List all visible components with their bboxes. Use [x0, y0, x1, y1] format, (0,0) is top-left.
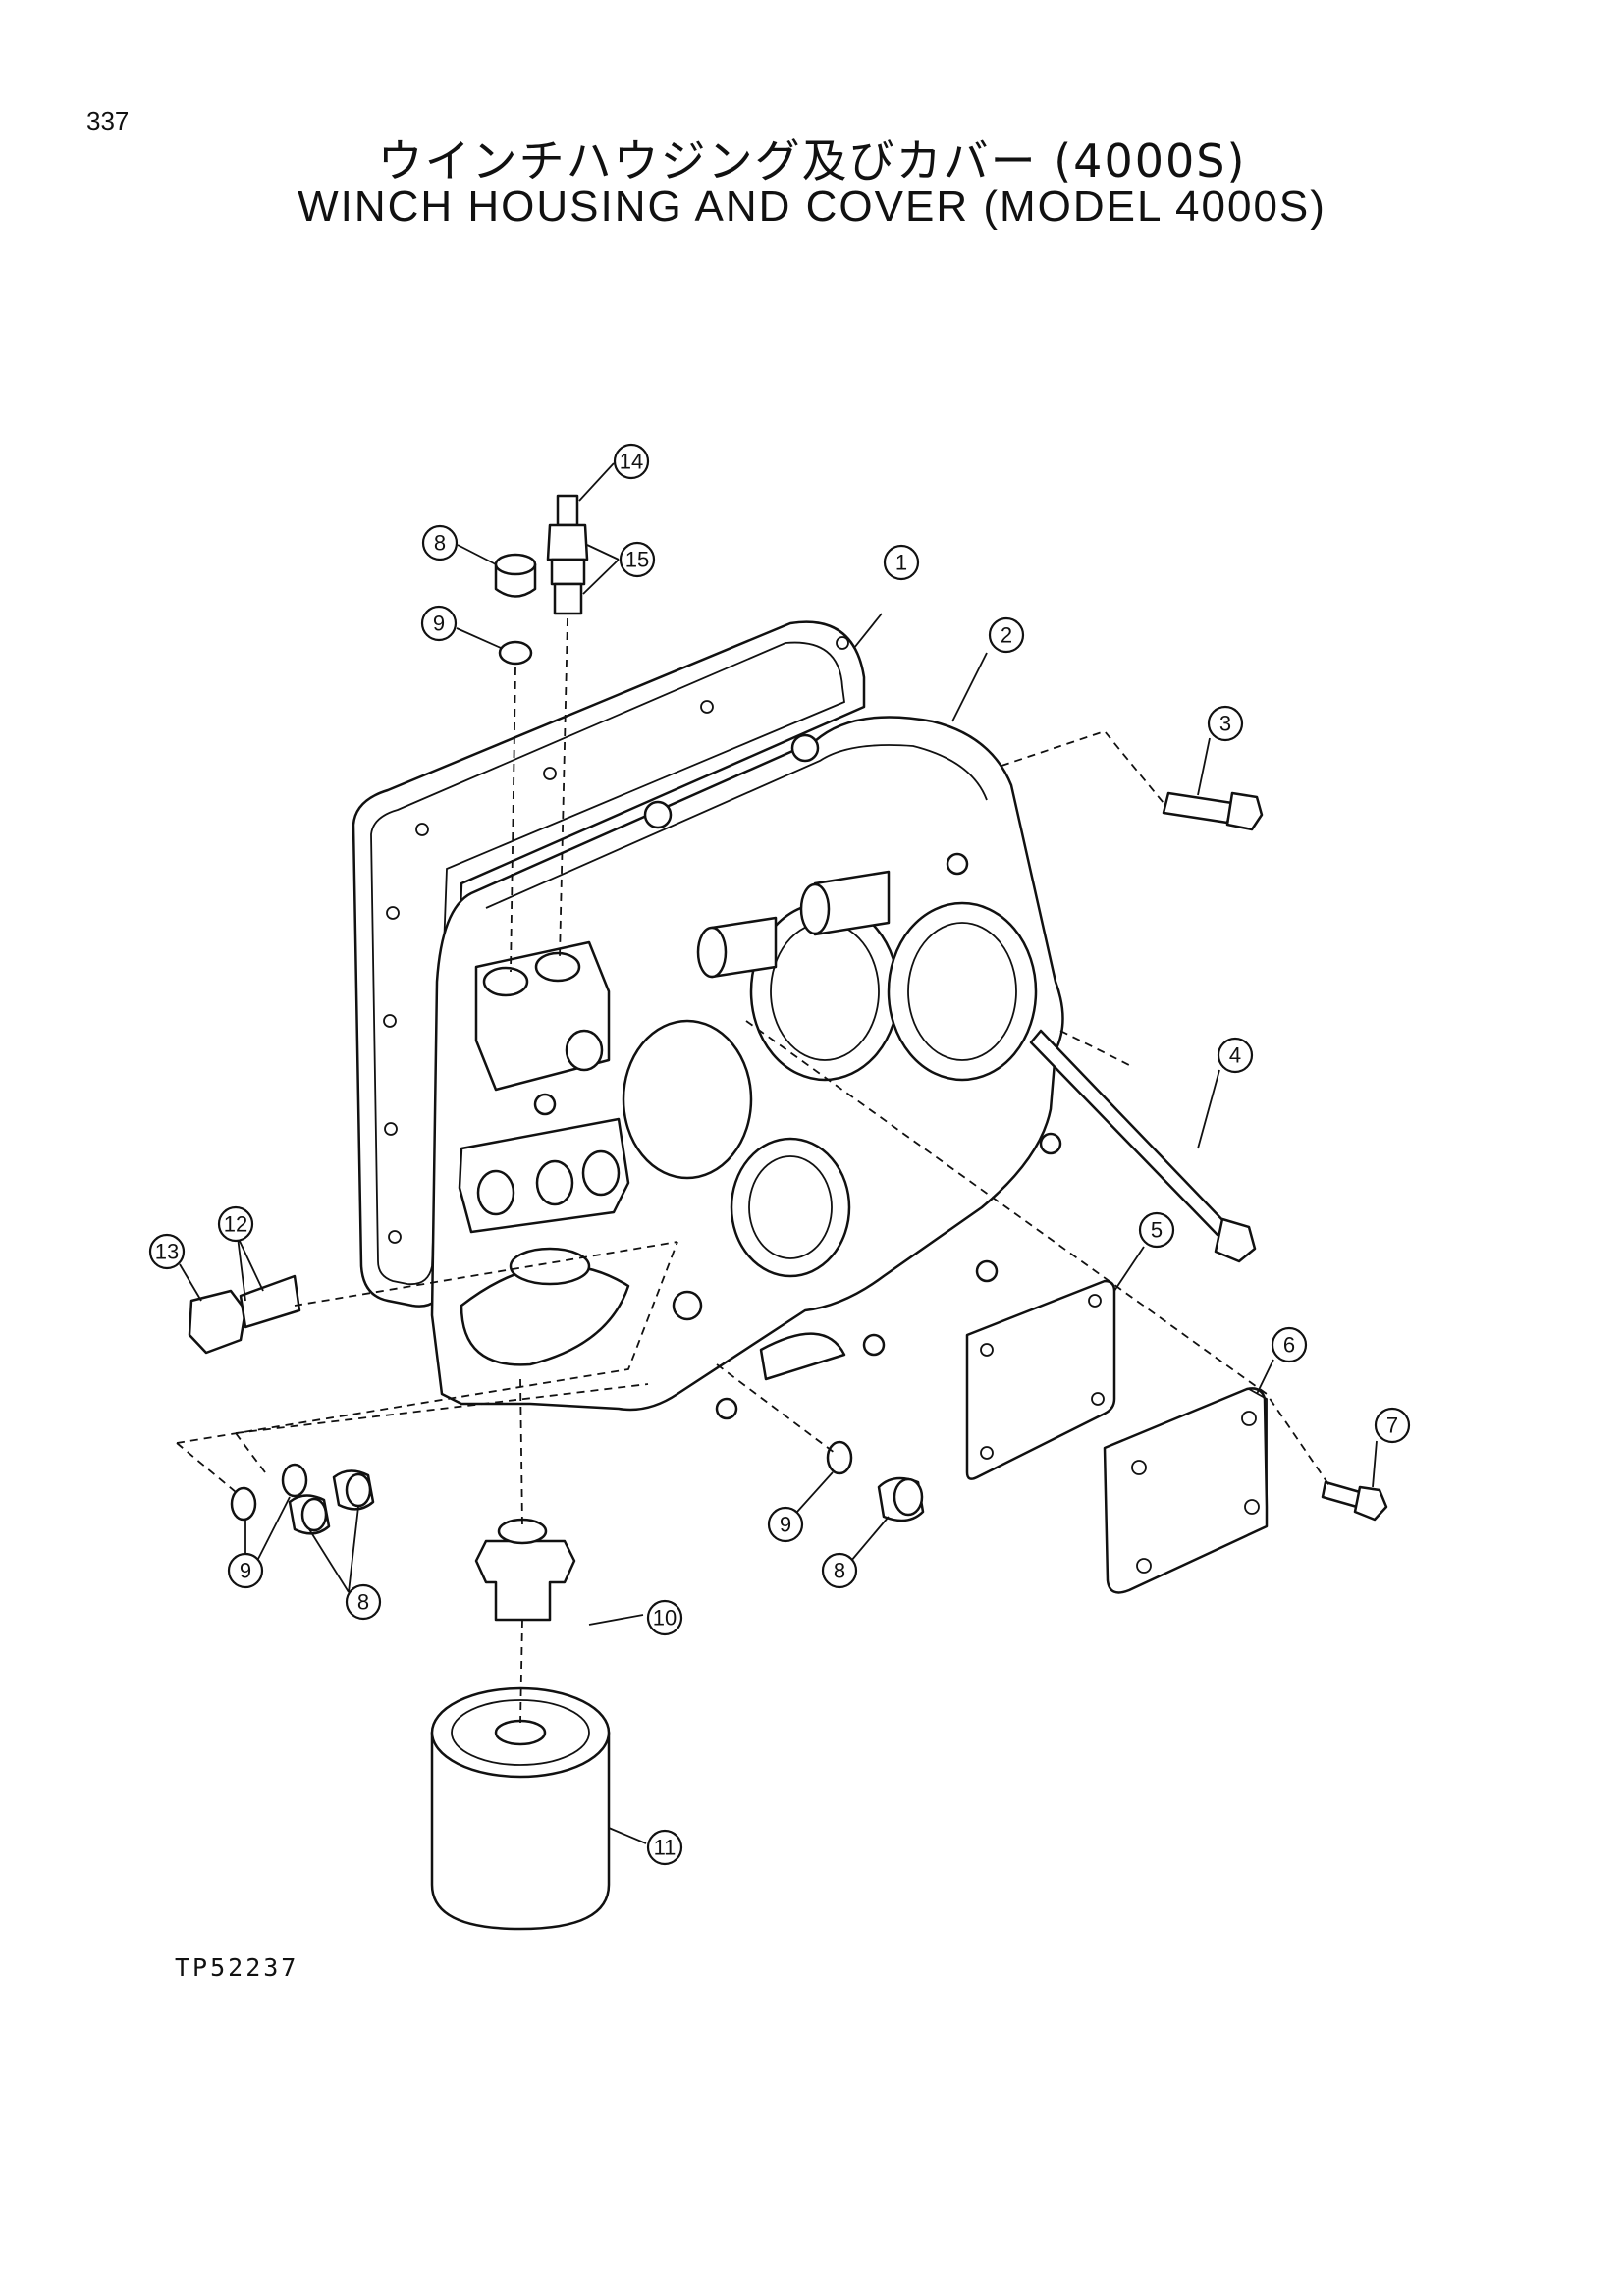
assembly-lines — [176, 617, 1331, 1724]
plug-part-13 — [188, 1274, 301, 1355]
plug-part-8-top — [494, 553, 537, 598]
cover-plate-part — [352, 620, 866, 1308]
callout-9-top: 9 — [420, 605, 458, 642]
svg-text:5: 5 — [1151, 1218, 1163, 1243]
svg-text:7: 7 — [1386, 1414, 1398, 1438]
o-ring-part-9-top — [498, 640, 533, 666]
callout-10: 10 — [646, 1599, 683, 1636]
oil-filter-part-11 — [430, 1686, 611, 1931]
callout-12: 12 — [217, 1205, 254, 1243]
title-english: WINCH HOUSING AND COVER (MODEL 4000S) — [298, 183, 1326, 231]
plug-part-8-right — [877, 1476, 925, 1522]
svg-text:8: 8 — [434, 531, 446, 556]
plug-part-8-left-a — [288, 1494, 331, 1535]
page-number: 337 — [86, 106, 130, 135]
svg-text:6: 6 — [1283, 1333, 1295, 1358]
o-ring-part-9-left-a — [230, 1486, 257, 1522]
callout-6: 6 — [1271, 1326, 1308, 1363]
bolt-part-3 — [1162, 791, 1264, 831]
callout-13: 13 — [148, 1233, 186, 1270]
callout-8-left: 8 — [345, 1583, 382, 1621]
callout-2: 2 — [988, 616, 1025, 654]
svg-text:9: 9 — [433, 612, 445, 636]
callout-8-right: 8 — [821, 1552, 858, 1589]
svg-text:1: 1 — [895, 551, 907, 575]
svg-text:4: 4 — [1229, 1043, 1241, 1068]
callout-4: 4 — [1217, 1037, 1254, 1074]
o-ring-part-9-right — [826, 1440, 853, 1475]
svg-text:8: 8 — [357, 1590, 369, 1615]
callout-7: 7 — [1374, 1407, 1411, 1444]
svg-text:12: 12 — [224, 1212, 247, 1237]
callouts: 1 2 3 4 5 6 7 8 9 10 11 12 13 14 15 8 — [148, 443, 1411, 1866]
gasket-part-5 — [965, 1279, 1116, 1480]
drawing-code: TP52237 — [175, 1953, 299, 1982]
bolt-part-7 — [1321, 1480, 1388, 1522]
callout-3: 3 — [1207, 705, 1244, 742]
adapter-part-10 — [474, 1518, 576, 1622]
callout-14: 14 — [613, 443, 650, 480]
o-ring-part-9-left-b — [281, 1463, 308, 1498]
svg-text:13: 13 — [155, 1240, 179, 1264]
callout-9-left: 9 — [227, 1552, 264, 1589]
svg-text:11: 11 — [654, 1836, 677, 1860]
title-japanese: ウインチハウジング及びカバー (4000S) — [377, 134, 1247, 187]
svg-text:2: 2 — [1001, 623, 1012, 648]
callout-9-right: 9 — [767, 1506, 804, 1543]
svg-text:8: 8 — [834, 1559, 845, 1583]
callout-5: 5 — [1138, 1211, 1175, 1249]
svg-text:9: 9 — [780, 1513, 791, 1537]
svg-text:9: 9 — [240, 1559, 251, 1583]
svg-text:3: 3 — [1219, 712, 1231, 736]
callout-15: 15 — [619, 541, 656, 578]
plug-part-8-left-b — [332, 1469, 375, 1511]
relief-valve-part-14 — [546, 494, 589, 615]
cover-plate-part-6 — [1103, 1387, 1269, 1594]
long-bolt-part-4 — [1029, 1029, 1257, 1263]
callout-11: 11 — [646, 1829, 683, 1866]
callout-8-top: 8 — [421, 524, 459, 561]
svg-text:14: 14 — [620, 450, 643, 474]
svg-text:10: 10 — [653, 1606, 677, 1630]
callout-1: 1 — [883, 544, 920, 581]
svg-text:15: 15 — [625, 548, 649, 572]
